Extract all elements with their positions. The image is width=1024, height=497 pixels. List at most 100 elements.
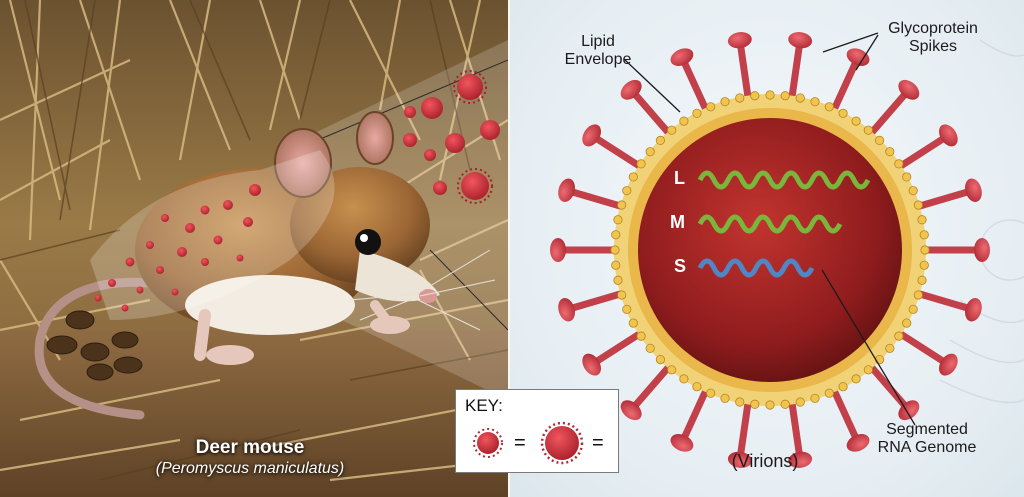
- spike-stalk: [591, 327, 648, 366]
- mouse-scene-panel: Deer mouse (Peromyscus maniculatus): [0, 0, 508, 497]
- segment-l-label: L: [674, 168, 685, 188]
- mouse-common-name: Deer mouse: [195, 437, 305, 458]
- mouse-tail: [34, 277, 195, 420]
- spike-stalk: [630, 359, 676, 411]
- lipid-dot: [838, 108, 848, 118]
- lipid-dot: [720, 97, 730, 107]
- spike-stalk: [736, 394, 753, 460]
- lipid-dot: [692, 382, 702, 392]
- lipid-dot: [913, 200, 923, 210]
- spike-stalk: [566, 288, 630, 313]
- segment-s-label: S: [674, 256, 687, 276]
- spike-head: [974, 238, 990, 262]
- spike-head: [670, 434, 694, 452]
- segment-m-label: M: [670, 212, 685, 232]
- virion-core: [638, 118, 902, 382]
- lipid-dot: [810, 97, 820, 107]
- lipid-dot: [851, 116, 861, 126]
- spike-stalk: [828, 382, 860, 443]
- lipid-dot: [780, 399, 790, 409]
- deer-mouse-illustration: [135, 111, 496, 365]
- spike-head: [788, 32, 813, 49]
- lipid-dot: [913, 290, 923, 300]
- lipid-dot: [655, 135, 665, 145]
- spike-stalk: [566, 187, 630, 212]
- lipid-dot: [824, 388, 834, 398]
- spike-head: [788, 451, 813, 468]
- lipid-dot: [611, 230, 621, 240]
- spike-head: [938, 353, 958, 376]
- lipid-dot: [919, 230, 929, 240]
- mouse-scientific-name: (Peromyscus maniculatus): [155, 460, 345, 477]
- virus-haze: [90, 150, 335, 320]
- lipid-dot: [919, 260, 929, 270]
- lipid-dot: [765, 90, 775, 100]
- leader-lines: [624, 32, 916, 426]
- lipid-dot: [636, 159, 646, 169]
- lipid-dot: [613, 215, 623, 225]
- lipid-dot: [894, 331, 904, 341]
- background-cells: [939, 39, 1024, 404]
- lipid-dot: [617, 290, 627, 300]
- spike-head: [898, 79, 920, 100]
- lipid-dot: [706, 388, 716, 398]
- mouse-scene-svg: [0, 0, 508, 497]
- spike-stalk: [630, 89, 676, 141]
- lipid-dot: [611, 260, 621, 270]
- glycoprotein-spikes: [550, 32, 990, 468]
- lipid-dot: [908, 304, 918, 314]
- lipid-dot: [735, 93, 745, 103]
- magnified-virus-particles: [403, 70, 500, 204]
- lipid-dot: [902, 172, 912, 182]
- lipid-dot: [824, 102, 834, 112]
- rna-genome-label: Segmented RNA Genome: [877, 421, 977, 456]
- spike-head: [846, 434, 870, 452]
- lipid-dot: [706, 102, 716, 112]
- lipid-dot: [622, 186, 632, 196]
- key-equals-2: =: [592, 432, 604, 454]
- lipid-dot: [720, 393, 730, 403]
- mouse-droppings: [46, 310, 143, 381]
- lipid-dot: [902, 318, 912, 328]
- lipid-dot: [610, 245, 620, 255]
- spike-stalk: [910, 288, 974, 313]
- spike-head: [582, 353, 602, 376]
- rna-segment-s: [697, 258, 815, 278]
- lipid-bilayer-dots: [610, 90, 930, 410]
- lipid-dot: [667, 125, 677, 135]
- spike-stalk: [892, 327, 949, 366]
- lipid-dot: [917, 215, 927, 225]
- lipid-dot: [908, 186, 918, 196]
- virus-particle-icon-large: [540, 421, 584, 465]
- lipid-dot: [750, 399, 760, 409]
- key-title: KEY:: [465, 396, 503, 415]
- lipid-dot: [810, 393, 820, 403]
- glycoprotein-spikes-label: Glycoprotein Spikes: [888, 20, 978, 55]
- lipid-dot: [628, 172, 638, 182]
- lipid-dot: [692, 108, 702, 118]
- lipid-dot: [885, 343, 895, 353]
- lipid-dot: [622, 304, 632, 314]
- lipid-dot: [655, 355, 665, 365]
- spike-stalk: [591, 134, 648, 173]
- spike-head: [620, 79, 642, 100]
- spike-head: [965, 297, 982, 322]
- lipid-dot: [667, 365, 677, 375]
- rna-segment-l: [697, 170, 871, 190]
- lipid-dot: [636, 331, 646, 341]
- lipid-dot: [765, 400, 775, 410]
- lipid-dot: [679, 116, 689, 126]
- spike-head: [670, 48, 694, 66]
- spike-head: [727, 32, 752, 49]
- lipid-dot: [780, 91, 790, 101]
- virion-panel: Lipid Envelope Glycoprotein Spikes Segme…: [510, 0, 1024, 497]
- key-equals-1: =: [514, 432, 526, 454]
- spike-head: [550, 238, 566, 262]
- virus-particle-icon: [473, 428, 503, 458]
- virion-svg: [550, 32, 1024, 468]
- lipid-dot: [645, 343, 655, 353]
- spike-head: [558, 297, 575, 322]
- spike-stalk: [787, 40, 804, 106]
- spike-stalk: [787, 394, 804, 460]
